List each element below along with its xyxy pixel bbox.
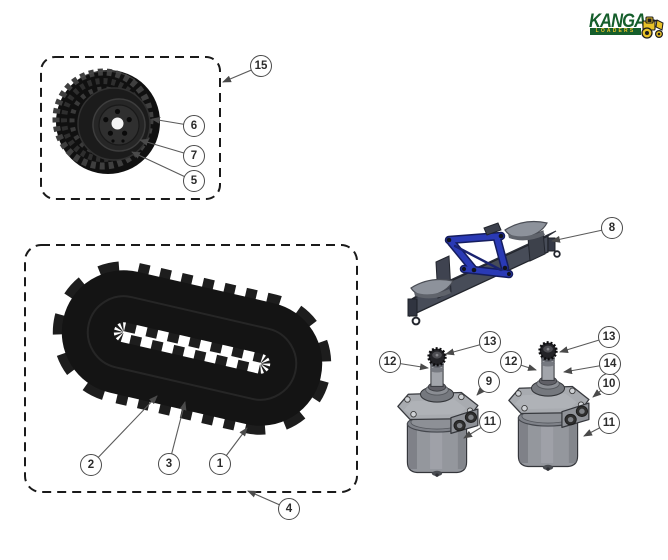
- logo-subtitle-bar: LOADERS: [590, 28, 641, 35]
- linkage-blue-frame: [444, 222, 514, 279]
- kanga-loader-icon: [641, 16, 664, 39]
- callout-1: 1: [209, 453, 231, 475]
- callout-4: 4: [278, 498, 300, 520]
- track-ring: [61, 270, 323, 426]
- callout-6: 6: [183, 115, 205, 137]
- callout-13: 13: [479, 331, 501, 353]
- wheel-bolt-holes: [103, 108, 132, 143]
- callout-11: 11: [479, 411, 501, 433]
- axle-assembly: [407, 220, 561, 326]
- callout-5: 5: [183, 170, 205, 192]
- track-group-box: [24, 244, 358, 493]
- callout-14: 14: [599, 353, 621, 375]
- wheel-group-box: [40, 56, 221, 200]
- kanga-loaders-logo: KANGA LOADERS: [589, 11, 667, 45]
- rubber-track: [52, 261, 332, 435]
- logo-brand-text: KANGA: [589, 9, 646, 32]
- callout-8: 8: [601, 217, 623, 239]
- callout-10: 10: [598, 373, 620, 395]
- callout-9: 9: [478, 371, 500, 393]
- callout-11: 11: [598, 412, 620, 434]
- wheel-assembly: [52, 68, 160, 174]
- leader-line-2: [90, 395, 158, 466]
- callout-3: 3: [158, 453, 180, 475]
- callout-2: 2: [80, 454, 102, 476]
- callout-7: 7: [183, 145, 205, 167]
- callout-12: 12: [500, 351, 522, 373]
- wheel-hub-bore: [111, 117, 124, 130]
- hydraulic-motor-left: [396, 347, 480, 479]
- callout-12: 12: [379, 351, 401, 373]
- logo-subtitle-text: LOADERS: [595, 28, 636, 34]
- callout-15: 15: [250, 55, 272, 77]
- callout-13: 13: [598, 326, 620, 348]
